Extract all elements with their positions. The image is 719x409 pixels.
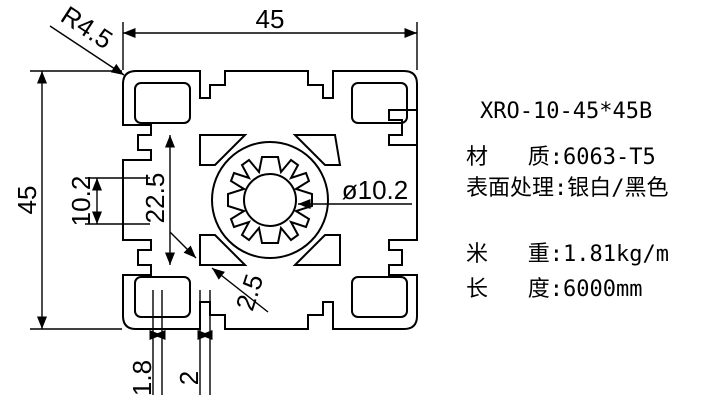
model-number: XRO-10-45*45B xyxy=(480,99,653,124)
spec-material: 材 质:6063-T5 xyxy=(466,145,656,170)
center-bore xyxy=(211,141,329,259)
profile-outline xyxy=(122,70,418,330)
dim-lip-label: 1.8 xyxy=(127,360,157,396)
dim-radius-label: R4.5 xyxy=(56,0,118,55)
dim-bore-label: ø10.2 xyxy=(342,175,409,205)
dim-slot-width-label: 10.2 xyxy=(66,176,96,227)
profile-drawing: 45 45 R4.5 10.2 22.5 ø10.2 2.5 1.8 2 xyxy=(12,0,418,396)
spec-surface: 表面处理:银白/黑色 xyxy=(466,176,669,201)
dimension-lines xyxy=(30,22,418,395)
dim-gap-label: 2 xyxy=(174,371,204,385)
dim-width-label: 45 xyxy=(256,4,285,34)
dim-inner-height-label: 22.5 xyxy=(140,173,170,224)
dim-height-label: 45 xyxy=(12,186,42,215)
spec-length: 长 度:6000mm xyxy=(466,277,643,302)
spec-weight: 米 重:1.81kg/m xyxy=(466,242,669,267)
corner-cavities xyxy=(134,82,408,318)
